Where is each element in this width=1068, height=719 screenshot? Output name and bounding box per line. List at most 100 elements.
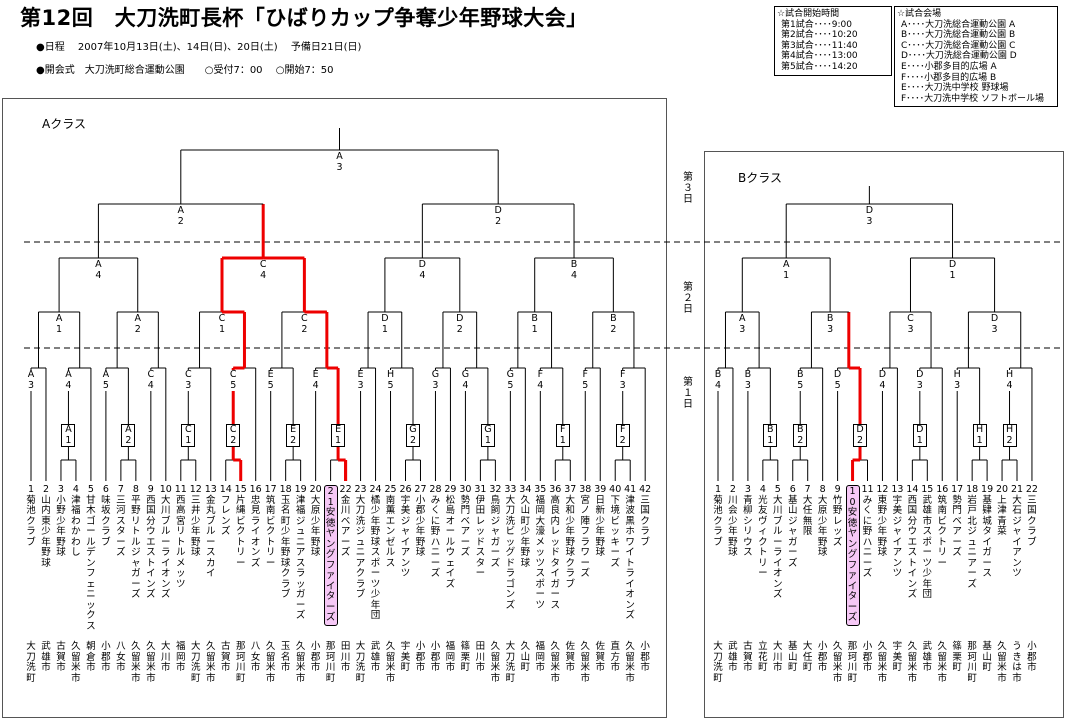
match-node: D 3 [911,369,928,391]
team-name: 川会少年野球 [728,494,738,558]
team-city: 基山町 [787,641,798,673]
team-city: 立花町 [758,641,768,673]
team-city: 那珂川町 [847,641,858,684]
round-label-day3: 第３日 [683,172,693,205]
match-node: C 2 [226,424,241,447]
team-city: 久留米市 [265,641,276,684]
team-number: 19 [294,484,307,495]
team-number: 14 [906,484,919,495]
match-node: A 3 [734,313,751,335]
team-name: 三国クラブ [1027,494,1037,548]
team-name: 三国クラブ [640,494,650,548]
team-number: 8 [819,484,826,495]
team-number: 10 [849,486,856,508]
team-number: 18 [966,484,979,495]
match-node: C 3 [902,313,919,335]
team-number: 32 [489,484,502,495]
match-node: C 2 [296,313,313,335]
team-number: 29 [444,484,457,495]
round-label-day1: 第１日 [683,377,693,410]
team-number: 37 [564,484,577,495]
team-city: 八女市 [250,641,261,673]
match-node: C 4 [255,259,272,281]
team-city: 武雄市 [922,641,933,673]
team-city: 那珂川町 [967,641,977,684]
team-name: 津福ジュニアスラッガーズ [295,494,306,621]
team-city: 宇美町 [892,641,903,673]
schedule-line: ●日程 2007年10月13日(土)、14日(日)、20日(土) 予備日21日(… [36,42,362,53]
team-name: 高良内レッドタイガース [550,494,561,611]
team-number: 20 [996,484,1009,495]
team-city: 八女市 [116,641,126,673]
team-city: 久留米市 [490,641,501,684]
team-name: 平野リトルジャガーズ [131,494,141,600]
team-name: 津福わかわし [71,494,81,558]
team-city: 佐賀市 [595,641,605,673]
team-name: 上津青菜 [997,494,1007,537]
team-number: 21 [327,486,334,508]
team-name: 大川ブルーライオンズ [161,494,171,600]
team-city: 佐賀市 [565,641,576,673]
team-city: 大刀洗町 [26,641,36,684]
team-number: 17 [264,484,277,495]
match-node: B 1 [526,313,543,335]
start-time-row: 第2試合････10:20 [781,30,858,41]
team-number: 11 [174,484,187,495]
team-city: 宇美町 [400,641,411,673]
team-number: 14 [219,484,232,495]
team-name: 岩戸北ジュニアーズ [967,494,977,590]
match-node: E 3 [352,369,369,391]
match-node: D 4 [414,259,431,281]
team-name: 安徳ヤングファイターズ [325,507,336,623]
team-name: みくに野ハニーズ [862,494,873,579]
match-node: B 4 [710,369,726,391]
team-name: 基山ジャガーズ [787,494,798,569]
team-name: 鳥飼ジャガーズ [490,494,501,569]
match-node: F 3 [614,369,631,391]
team-city: 小郡市 [430,641,441,673]
team-city: 久留米市 [937,641,947,684]
team-number: 23 [354,484,367,495]
team-city: 久留米市 [295,641,306,684]
team-city: 久留米市 [146,641,156,684]
match-node: D 2 [451,313,468,335]
team-number: 2 [42,484,49,495]
round-label-day2: 第２日 [683,282,693,315]
team-number: 8 [132,484,139,495]
team-number: 24 [369,484,382,495]
class-a-panel [2,98,667,718]
team-name: 忠見ライオンズ [250,494,261,569]
team-number: 30 [459,484,472,495]
match-node: D 5 [829,369,846,391]
team-number: 13 [891,484,904,495]
team-name: 大和少年野球クラブ [565,494,576,590]
team-number: 1 [27,484,35,495]
team-city: 大刀洗町 [355,641,366,684]
match-node: A 4 [60,369,77,391]
team-city: 篠栗町 [460,641,471,673]
team-number: 4 [759,484,766,495]
match-node: B 4 [566,259,583,281]
team-name: 津波黒ホワイトライオンズ [625,494,635,621]
venue-row: E････大刀洗中学校 野球場 [901,83,1009,94]
start-time-row: 第5試合････14:20 [781,61,858,72]
team-number: 9 [834,484,841,495]
match-node: H 3 [949,369,966,391]
team-city: 福岡市 [445,641,456,673]
venue-row: F････大刀洗中学校 ソフトボール場 [901,93,1045,104]
match-node: A 4 [90,259,107,281]
team-number: 18 [279,484,292,495]
